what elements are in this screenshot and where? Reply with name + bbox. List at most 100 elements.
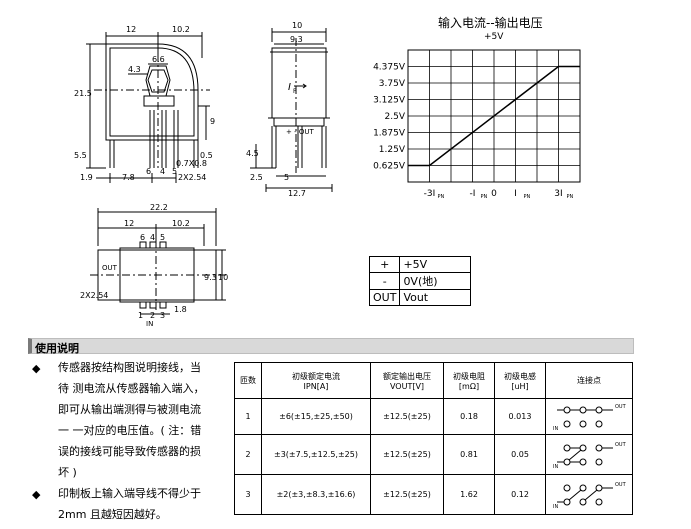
header-cell: 初级电阻 [mΩ] — [443, 362, 495, 399]
cell-resistance: 0.81 — [443, 434, 495, 475]
cell-inductance: 0.013 — [494, 398, 546, 435]
bottom-dim: 10 — [218, 273, 228, 282]
front-dim: 21.5 — [74, 89, 92, 98]
section-header-bar: 使用说明 — [28, 338, 634, 355]
bottom-out-label: OUT — [102, 264, 118, 272]
text-line: 一 一对应的电压值。( 注：错 — [58, 424, 202, 437]
connection-diagram-1: OUT IN — [553, 404, 627, 432]
y-tick-label: 0.625V — [373, 162, 406, 172]
text-line: 传感器按结构图说明接线，当 — [58, 361, 201, 374]
side-dim: 4.5 — [246, 149, 259, 158]
bottom-pin-number: 6 — [140, 233, 145, 242]
bottom-dim: 22.2 — [150, 203, 168, 212]
side-dim: 5 — [284, 173, 289, 182]
header-cell: 匝数 — [234, 362, 262, 399]
front-dim: 4.3 — [128, 65, 141, 74]
front-dim: 9 — [210, 117, 215, 126]
table-row: 2 ±3(±7.5,±12.5,±25) ±12.5(±25) 0.81 0.0… — [234, 434, 633, 475]
bottom-pin-number: 1 — [138, 311, 143, 320]
pin-desc: +5V — [399, 256, 472, 273]
text-line: 2mm 且越短因越好。 — [58, 508, 167, 521]
front-pin-number: 6 — [146, 167, 151, 176]
side-dim: 10 — [292, 21, 302, 30]
front-pin-number: 4 — [160, 167, 165, 176]
cell-resistance: 1.62 — [443, 474, 495, 515]
table-row: 1 ±6(±15,±25,±50) ±12.5(±25) 0.18 0.013 … — [234, 398, 633, 435]
cell-inductance: 0.05 — [494, 434, 546, 475]
bullet-diamond: ◆ — [32, 488, 41, 501]
cell-turns: 3 — [234, 474, 262, 515]
conn-in-label: IN — [553, 426, 558, 432]
x-tick-label: 0 — [491, 189, 497, 199]
current-label: I — [288, 82, 291, 93]
conn-in-label: IN — [553, 504, 558, 510]
x-tick-label: -I — [470, 189, 476, 199]
bottom-pin-number: 2 — [150, 311, 155, 320]
x-tick-subscript: PN — [567, 194, 574, 200]
connection-diagram-3: OUT IN — [553, 482, 627, 510]
cell-current: ±6(±15,±25,±50) — [261, 398, 371, 435]
side-dim: 9.3 — [290, 35, 303, 44]
pin-desc: 0V(地) — [399, 272, 472, 290]
chart-title: 输入电流--输出电压 — [438, 16, 543, 30]
conn-out-label: OUT — [615, 482, 627, 488]
text-line: 印制板上输入端导线不得少于 — [58, 487, 201, 500]
side-view-drawing: 10 9.3 4.5 2.5 5 12.7 I P + - OUT — [246, 21, 333, 198]
cell-connection: OUT IN — [545, 434, 633, 475]
chart-subtitle: +5V — [484, 32, 504, 42]
front-dim: 1.9 — [80, 173, 93, 182]
cell-turns: 2 — [234, 434, 262, 475]
connection-diagram-2: OUT IN — [553, 442, 627, 470]
front-dim: 0.7X0.8 — [176, 159, 207, 168]
pin-cell: OUT — [368, 289, 401, 306]
section-heading: 使用说明 — [35, 342, 79, 355]
front-dim: 6.6 — [152, 55, 165, 64]
bottom-dim: 10.2 — [172, 219, 190, 228]
cell-current: ±3(±7.5,±12.5,±25) — [261, 434, 371, 475]
x-tick-subscript: PN — [524, 194, 531, 200]
conn-in-label: IN — [553, 464, 558, 470]
header-cell: 连接点 — [545, 362, 633, 399]
text-line: 即可从输出端测得与被测电流 — [58, 403, 201, 416]
bottom-in-label: IN — [146, 320, 153, 328]
x-tick-label: I — [514, 189, 517, 199]
front-dim: 2X2.54 — [178, 173, 206, 182]
side-dim: 2.5 — [250, 173, 263, 182]
table-row: 3 ±2(±3,±8.3,±16.6) ±12.5(±25) 1.62 0.12… — [234, 474, 633, 515]
x-tick-label: 3I — [554, 189, 562, 199]
bottom-view-drawing: 22.2 12 10.2 9.3 10 2X2.54 1.8 6 4 5 1 2… — [80, 203, 228, 328]
bottom-dim: 2X2.54 — [80, 291, 108, 300]
y-tick-label: 1.25V — [379, 145, 406, 155]
usage-paragraph-1: 传感器按结构图说明接线，当 待 测电流从传感器输入端入， 即可从输出端测得与被测… — [58, 357, 233, 483]
bottom-dim: 9.3 — [204, 273, 217, 282]
front-dim: 7.8 — [122, 173, 135, 182]
header-cell: 初级电感 [uH] — [494, 362, 546, 399]
text-line: 坏 ) — [58, 466, 77, 479]
front-pin-number: 5 — [172, 167, 177, 176]
usage-paragraph-2: 印制板上输入端导线不得少于 2mm 且越短因越好。 — [58, 483, 233, 525]
transfer-curve — [408, 65, 580, 167]
bottom-pin-number: 3 — [160, 311, 165, 320]
cell-turns: 1 — [234, 398, 262, 435]
cell-inductance: 0.12 — [494, 474, 546, 515]
front-dim: 0.5 — [200, 151, 213, 160]
cell-current: ±2(±3,±8.3,±16.6) — [261, 474, 371, 515]
cell-resistance: 0.18 — [443, 398, 495, 435]
x-tick-subscript: PN — [481, 194, 488, 200]
table-row: ++5V — [368, 256, 472, 273]
bottom-dim: 12 — [124, 219, 134, 228]
pin-cell: + — [368, 256, 401, 273]
bullet-diamond: ◆ — [32, 362, 41, 375]
table-header-row: 匝数 初级额定电流 IPN[A] 额定输出电压 VOUT[V] 初级电阻 [mΩ… — [234, 362, 633, 399]
bottom-pin-number: 4 — [150, 233, 155, 242]
header-cell: 额定输出电压 VOUT[V] — [370, 362, 444, 399]
bottom-pin-number: 5 — [160, 233, 165, 242]
y-tick-label: 3.75V — [379, 79, 406, 89]
x-tick-label: -3I — [424, 189, 436, 199]
spec-table: 匝数 初级额定电流 IPN[A] 额定输出电压 VOUT[V] 初级电阻 [mΩ… — [234, 362, 633, 515]
cell-vout: ±12.5(±25) — [370, 398, 444, 435]
cell-vout: ±12.5(±25) — [370, 434, 444, 475]
text-line: 误的接线可能导致传感器的损 — [58, 445, 201, 458]
text-line: 待 测电流从传感器输入端入， — [58, 382, 205, 395]
